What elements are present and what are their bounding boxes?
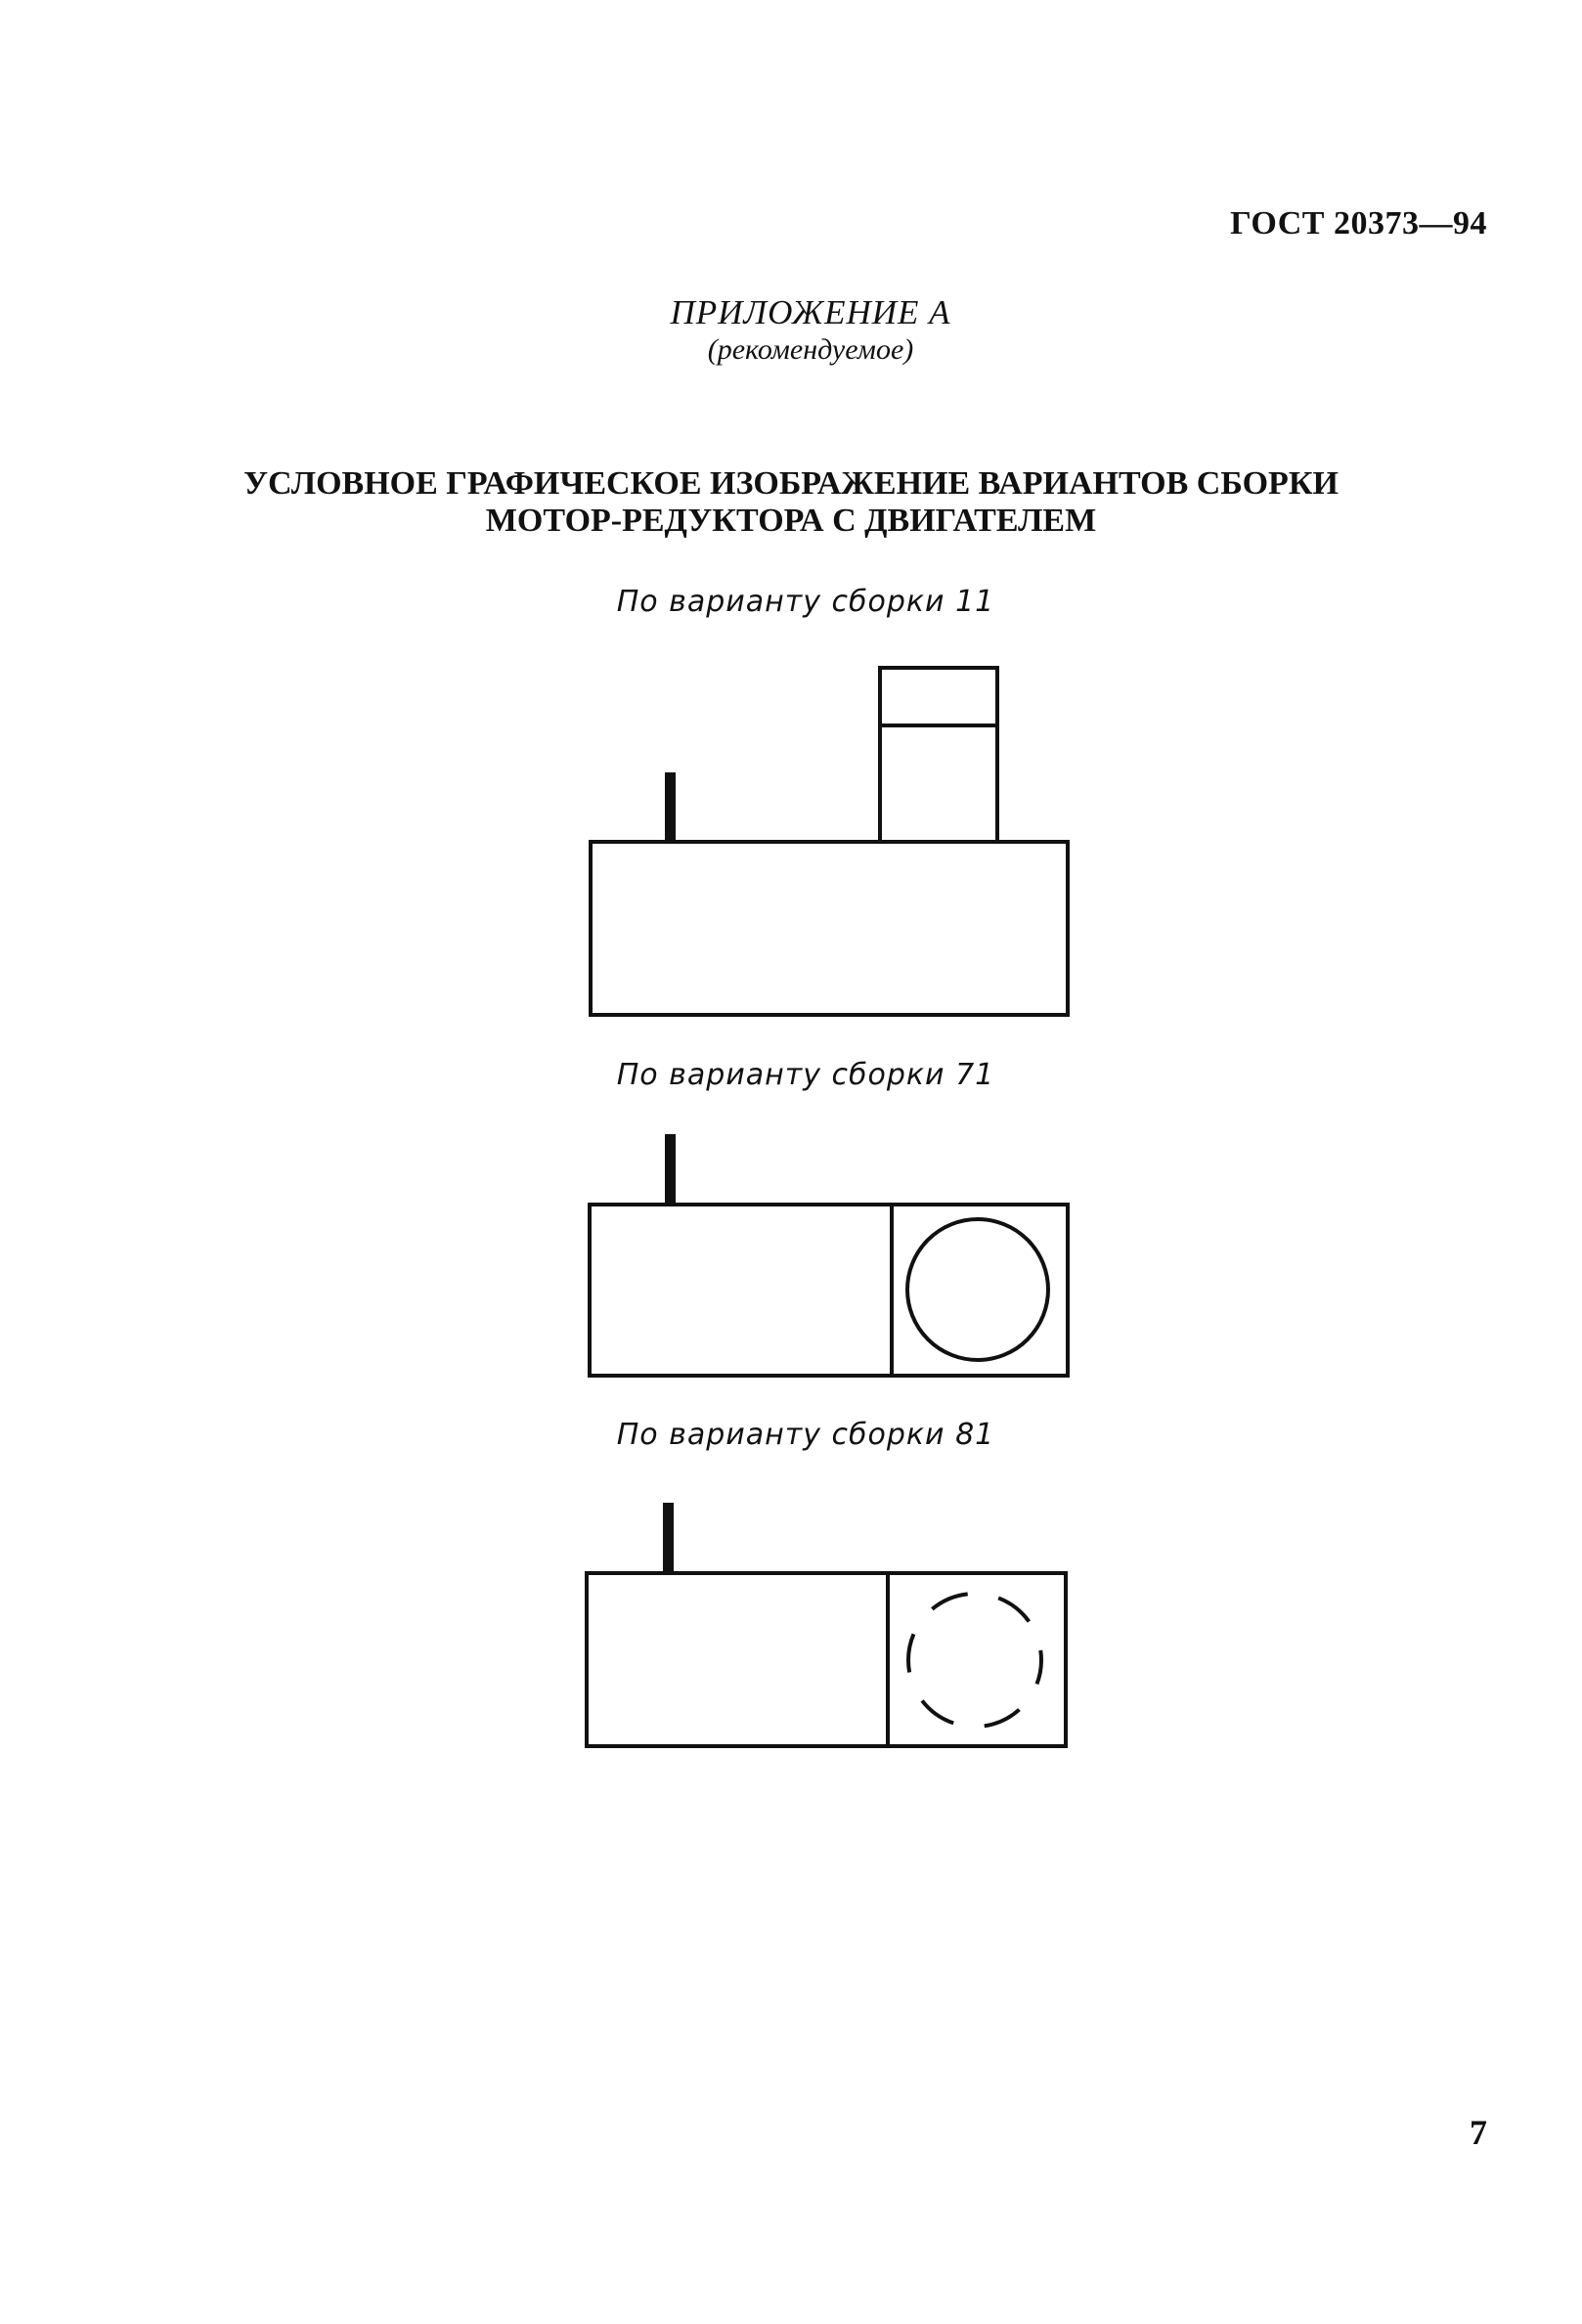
variant-81-diagram [585, 1503, 1068, 1748]
variant-81-output-shaft [663, 1503, 674, 1573]
page-number: 7 [1470, 2113, 1487, 2152]
document-code: ГОСТ 20373—94 [1230, 205, 1487, 241]
variant-11-output-shaft [665, 772, 676, 842]
variant-11-reducer-body [589, 840, 1070, 1017]
variant-71-diagram [588, 1134, 1070, 1378]
variant-71-motor-circle [905, 1217, 1050, 1362]
main-title: УСЛОВНОЕ ГРАФИЧЕСКОЕ ИЗОБРАЖЕНИЕ ВАРИАНТ… [0, 465, 1582, 540]
variant-11-motor-housing [878, 666, 999, 844]
variant-81-motor-dashed-circle [906, 1592, 1043, 1729]
appendix-subtitle: (рекомендуемое) [707, 333, 914, 366]
variant-71-output-shaft [665, 1134, 676, 1205]
main-title-line-1: УСЛОВНОЕ ГРАФИЧЕСКОЕ ИЗОБРАЖЕНИЕ ВАРИАНТ… [243, 465, 1339, 502]
variant-81-reducer-body [585, 1571, 1068, 1748]
variant-11-diagram [589, 666, 1070, 1017]
variant-71-reducer-body [588, 1203, 1070, 1378]
variant-71-caption: По варианту сборки 71 [616, 1058, 995, 1092]
variant-81-caption: По варианту сборки 81 [616, 1418, 995, 1452]
main-title-line-2: МОТОР-РЕДУКТОРА С ДВИГАТЕЛЕМ [485, 503, 1097, 539]
variant-11-caption: По варианту сборки 11 [616, 585, 995, 619]
appendix-title: ПРИЛОЖЕНИЕ А [670, 293, 951, 331]
appendix-heading: ПРИЛОЖЕНИЕ А (рекомендуемое) [0, 293, 1582, 368]
